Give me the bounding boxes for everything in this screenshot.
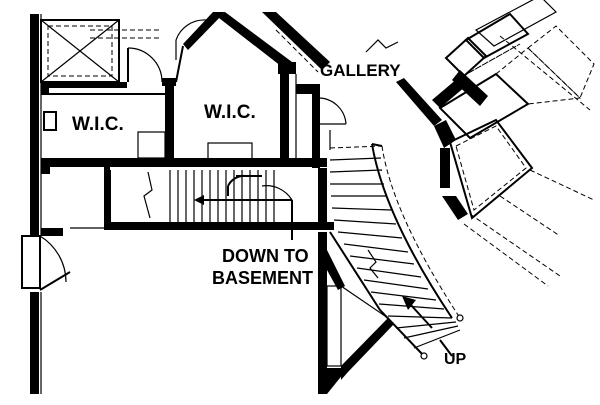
right-wing [396, 0, 595, 287]
wic-right-room: W.I.C. [174, 12, 296, 161]
left-exterior-wall [30, 14, 42, 394]
wic-right-label: W.I.C. [204, 102, 256, 123]
top-door-swing [127, 47, 176, 86]
curved-stair: UP [329, 143, 467, 368]
down-label-line2: BASEMENT [212, 268, 313, 288]
down-label-line1: DOWN TO [222, 246, 309, 266]
gallery-walls: GALLERY [262, 12, 401, 168]
down-stair [41, 158, 334, 240]
top-left-cabinet [40, 19, 160, 88]
lower-center-walls [318, 232, 394, 394]
gallery-label: GALLERY [320, 61, 401, 80]
up-label: UP [444, 351, 467, 368]
left-door [21, 227, 104, 291]
down-to-basement-label: DOWN TO BASEMENT [212, 246, 313, 288]
wic-left-room: W.I.C. [41, 86, 174, 160]
wic-left-label: W.I.C. [72, 114, 124, 135]
